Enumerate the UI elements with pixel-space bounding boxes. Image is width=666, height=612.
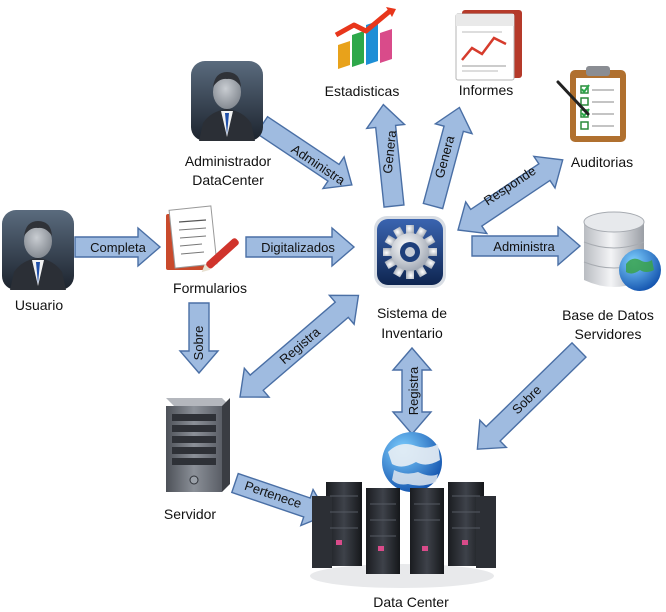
node-label-administrador-line1: Administrador — [185, 153, 272, 169]
node-label-base-datos-line2: Servidores — [575, 326, 642, 342]
edge-label-digitalizados: Digitalizados — [261, 240, 335, 255]
datacenter-globe-icon — [310, 432, 496, 588]
node-auditorias[interactable]: Auditorias — [556, 66, 633, 170]
arrows — [74, 103, 587, 527]
node-label-sistema-line2: Inventario — [381, 325, 443, 341]
forms-icon — [166, 205, 239, 273]
edge-label-registra-datacenter: Registra — [406, 366, 421, 415]
node-label-estadisticas: Estadisticas — [325, 83, 400, 99]
registra-servidor-arrow — [239, 294, 360, 398]
node-label-servidor: Servidor — [164, 506, 216, 522]
edge-label-completa: Completa — [90, 240, 146, 255]
completa-arrow — [74, 226, 162, 268]
genera-informes-arrow — [422, 106, 474, 210]
node-data-center[interactable]: Data Center — [310, 432, 496, 610]
bar-chart-icon — [334, 7, 396, 69]
businessman-icon — [191, 61, 263, 141]
edge-label-administra-bd: Administra — [493, 239, 555, 254]
report-icon — [455, 10, 522, 81]
node-servidor[interactable]: Servidor — [164, 398, 230, 522]
node-label-administrador-line2: DataCenter — [192, 172, 264, 188]
clipboard-checklist-icon — [556, 66, 626, 142]
sobre-servidor-arrow — [178, 302, 220, 375]
responde-arrow — [457, 155, 564, 235]
database-globe-icon — [583, 211, 661, 291]
sobre-datacenter-arrow — [476, 341, 587, 450]
server-tower-icon — [166, 398, 230, 492]
node-label-data-center: Data Center — [373, 594, 449, 610]
edge-label-genera-estadisticas: Genera — [380, 129, 400, 174]
gear-app-icon — [374, 216, 446, 288]
administra-sistema-arrow — [255, 115, 353, 190]
node-sistema-inventario[interactable]: Sistema de Inventario — [374, 216, 447, 341]
node-label-auditorias: Auditorias — [571, 154, 633, 170]
digitalizados-arrow — [245, 226, 356, 268]
node-label-base-datos-line1: Base de Datos — [562, 307, 654, 323]
node-base-de-datos[interactable]: Base de Datos Servidores — [562, 211, 661, 342]
edge-label-sobre-servidor: Sobre — [191, 326, 206, 361]
node-usuario[interactable]: Usuario — [2, 210, 74, 313]
node-label-formularios: Formularios — [173, 280, 247, 296]
node-informes[interactable]: Informes — [455, 10, 522, 98]
businessman-icon — [2, 210, 74, 290]
node-formularios[interactable]: Formularios — [166, 205, 247, 296]
node-label-usuario: Usuario — [15, 297, 63, 313]
node-label-informes: Informes — [459, 82, 513, 98]
node-administrador[interactable]: Administrador DataCenter — [185, 61, 272, 188]
node-estadisticas[interactable]: Estadisticas — [325, 7, 400, 99]
genera-estadisticas-arrow — [365, 103, 407, 208]
node-label-sistema-line1: Sistema de — [377, 305, 447, 321]
administra-bd-arrow — [471, 225, 582, 267]
